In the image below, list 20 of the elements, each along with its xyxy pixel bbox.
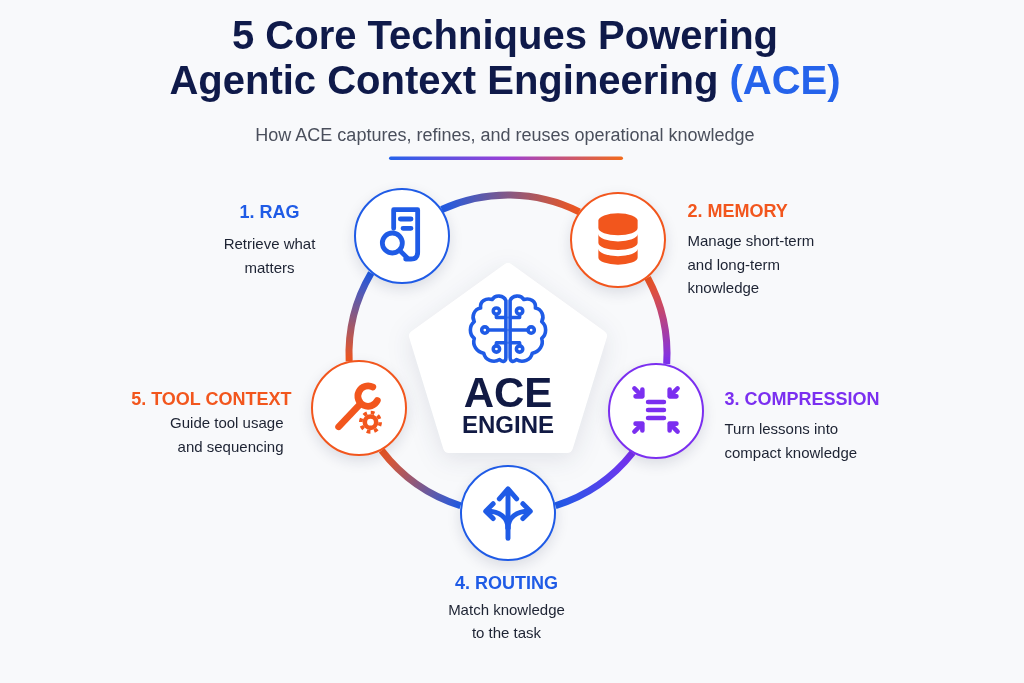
technique-title: 5. TOOL CONTEXT xyxy=(130,388,292,411)
connector-arc xyxy=(379,448,462,510)
connector-arc xyxy=(554,450,636,510)
connector-arc xyxy=(440,191,581,216)
technique-description: Guide tool usage and sequencing xyxy=(169,413,284,457)
diagram-title: 5 Core Techniques Powering Agentic Context Engineering (ACE) xyxy=(168,13,842,103)
subtitle: How ACE captures, refines, and reuses operational knowledge xyxy=(254,124,756,146)
connector-arc xyxy=(644,276,671,365)
technique-title: 4. ROUTING xyxy=(454,571,559,594)
connector-arc xyxy=(345,271,375,362)
technique-title: 2. MEMORY xyxy=(687,200,789,223)
technique-description: Turn lessons into compact knowledge xyxy=(724,419,859,463)
technique-title: 1. RAG xyxy=(238,201,301,224)
engine-title: ACE xyxy=(462,371,554,415)
technique-description: Manage short-term and long-term knowledge xyxy=(687,231,816,299)
engine-subtitle: ENGINE xyxy=(461,412,555,438)
technique-description: Retrieve what matters xyxy=(222,234,317,278)
technique-description: Match knowledge to the task xyxy=(447,599,566,643)
pentagon-panel xyxy=(408,262,608,454)
technique-title: 3. COMPRESSION xyxy=(724,388,881,411)
